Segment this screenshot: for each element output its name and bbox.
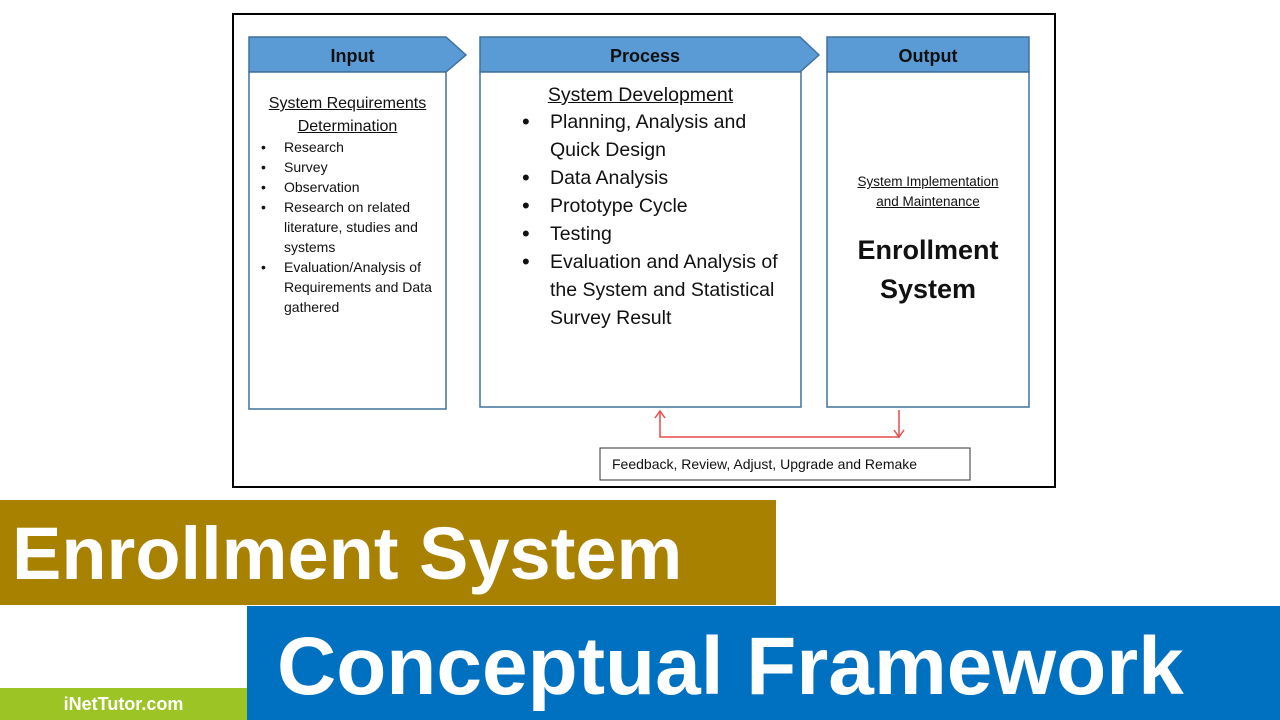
output-main: Enrollment System bbox=[827, 231, 1029, 309]
title-banner-blue bbox=[247, 606, 1280, 720]
list-item: Testing bbox=[480, 220, 801, 248]
feedback-loop-arrow bbox=[654, 409, 905, 439]
list-item: Survey bbox=[249, 157, 441, 177]
list-item: Planning, Analysis and Quick Design bbox=[480, 108, 801, 164]
list-item: Research on related literature, studies … bbox=[249, 197, 441, 257]
feedback-box bbox=[599, 447, 971, 481]
banner-title-line2: Conceptual Framework bbox=[277, 621, 1184, 712]
output-main-line2: System bbox=[879, 274, 977, 304]
feedback-text: Feedback, Review, Adjust, Upgrade and Re… bbox=[612, 456, 918, 472]
input-title: Input bbox=[330, 46, 375, 66]
list-item: Evaluation and Analysis of the System an… bbox=[480, 248, 801, 332]
brand-logo-text: iNetTutor.com bbox=[63, 694, 184, 714]
input-subtitle-line1: System Requirements bbox=[268, 95, 427, 112]
output-header bbox=[826, 36, 1030, 73]
input-subtitle-line2: Determination bbox=[297, 118, 398, 135]
input-subtitle: System Requirements Determination bbox=[249, 92, 446, 138]
input-list: Research Survey Observation Research on … bbox=[249, 137, 441, 317]
title-banner-gold bbox=[0, 500, 776, 605]
output-main-line1: Enrollment bbox=[857, 235, 999, 265]
list-item: Evaluation/Analysis of Requirements and … bbox=[249, 257, 441, 317]
banner-title-line1: Enrollment System bbox=[12, 512, 683, 595]
process-header-arrow bbox=[479, 36, 821, 73]
output-subtitle-line1: System Implementation bbox=[857, 174, 999, 189]
input-header-arrow bbox=[248, 36, 468, 73]
output-subtitle: System Implementation and Maintenance bbox=[827, 172, 1029, 212]
output-box bbox=[826, 71, 1030, 408]
list-item: Research bbox=[249, 137, 441, 157]
list-item: Prototype Cycle bbox=[480, 192, 801, 220]
list-item: Data Analysis bbox=[480, 164, 801, 192]
output-title: Output bbox=[898, 46, 958, 66]
process-subtitle: System Development bbox=[547, 84, 734, 106]
list-item: Observation bbox=[249, 177, 441, 197]
output-subtitle-line2: and Maintenance bbox=[876, 194, 980, 209]
process-title: Process bbox=[609, 46, 681, 66]
process-list: Planning, Analysis and Quick Design Data… bbox=[480, 108, 801, 332]
brand-bar bbox=[0, 688, 247, 720]
